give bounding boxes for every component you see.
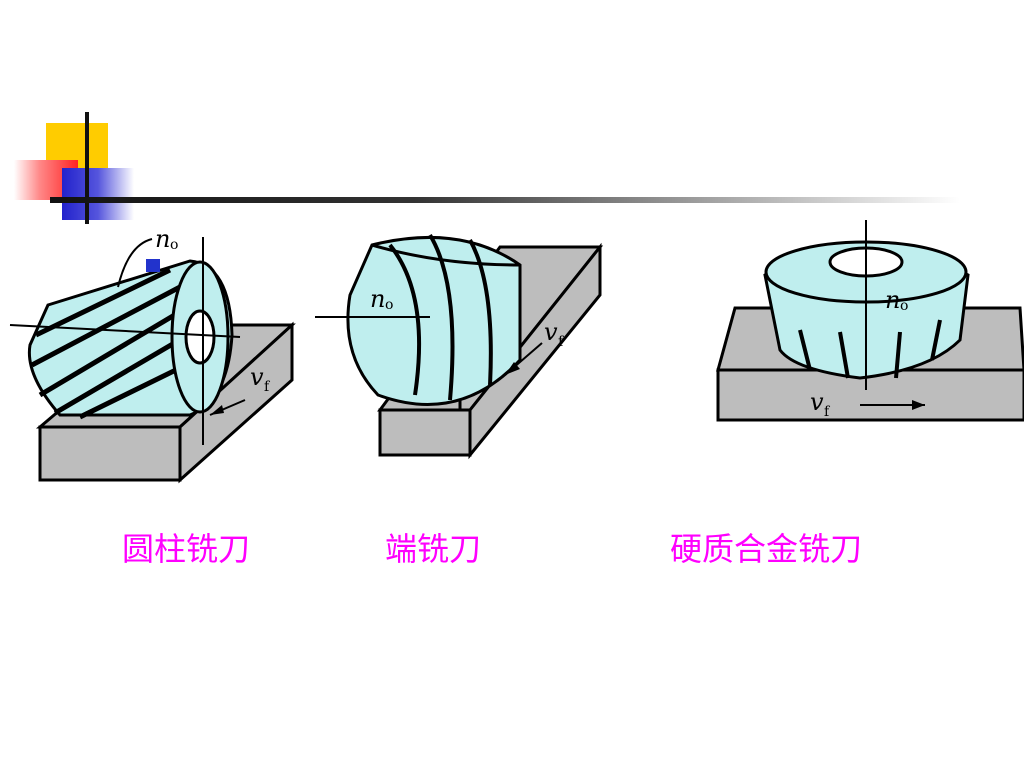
caption-cylindrical-cutter: 圆柱铣刀 — [122, 530, 251, 568]
figure-carbide-cutter: n o v f — [716, 220, 1024, 422]
rotation-label: n — [885, 286, 900, 314]
workpiece-side — [178, 321, 294, 484]
feed-subscript: f — [824, 404, 831, 420]
caption-carbide-cutter: 硬质合金铣刀 — [670, 530, 863, 568]
feed-label: v — [250, 363, 264, 391]
decor-blue-square — [62, 168, 134, 220]
feed-subscript: f — [264, 379, 271, 395]
title-rule — [50, 197, 960, 203]
figure-end-mill: n o v f — [315, 233, 604, 460]
rotation-subscript: o — [385, 297, 393, 313]
workpiece-front — [378, 408, 472, 457]
workpiece-side — [468, 242, 602, 460]
cutter-bore — [184, 309, 216, 365]
cutter-body — [346, 236, 522, 406]
rotation-label: n — [370, 285, 385, 313]
feed-subscript: f — [558, 334, 565, 350]
workpiece-front — [716, 368, 1024, 422]
workpiece-front — [38, 425, 182, 482]
feed-label: v — [544, 318, 558, 346]
rotation-subscript: o — [170, 237, 178, 253]
rotation-marker — [146, 259, 160, 272]
feed-label: v — [810, 388, 824, 416]
rotation-label: n — [155, 225, 170, 253]
figure-cylindrical-cutter: n o v f — [9, 225, 296, 484]
caption-end-mill: 端铣刀 — [385, 530, 482, 568]
decor-vertical-line — [85, 112, 89, 224]
rotation-subscript: o — [900, 298, 908, 314]
